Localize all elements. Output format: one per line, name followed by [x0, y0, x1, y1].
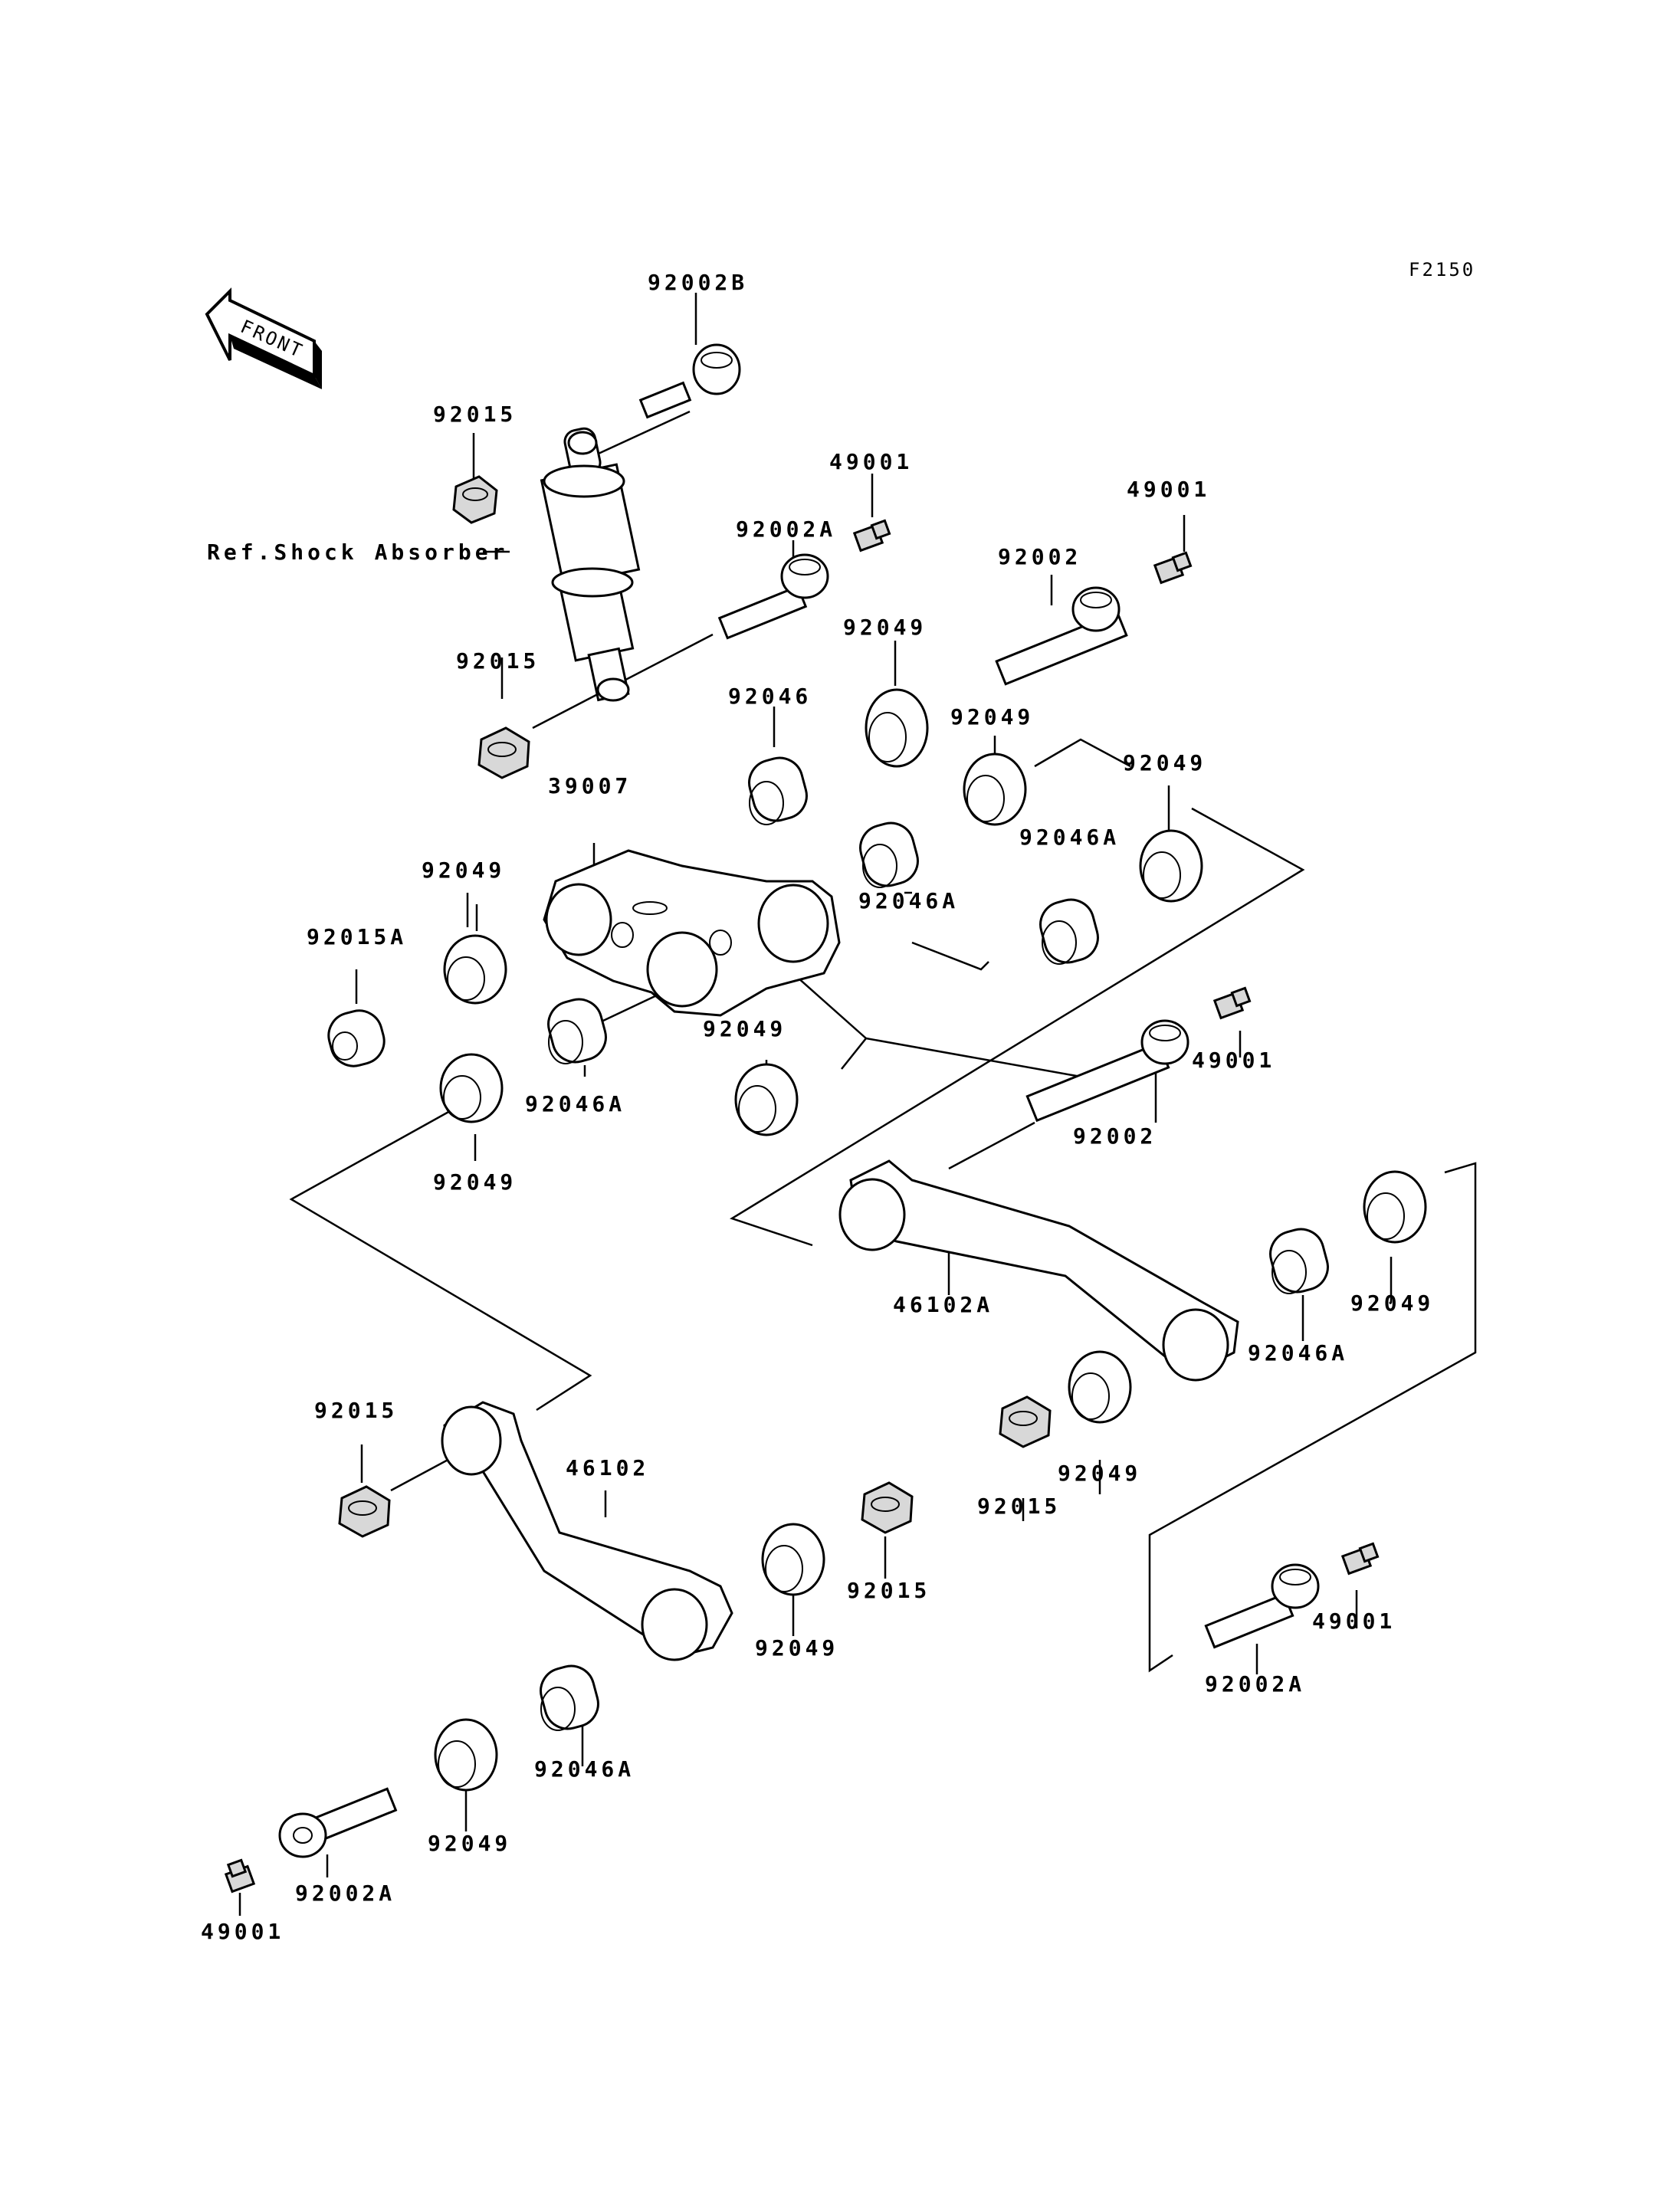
- label-92046: 92046: [728, 684, 812, 709]
- bolt-92002a-top: [717, 553, 829, 640]
- collar-92049-c: [1139, 829, 1203, 903]
- bolt-92002a-bottom: [278, 1787, 398, 1858]
- diagram-code: F2150: [1409, 259, 1475, 280]
- grease-nipple-49001-4: [1340, 1542, 1380, 1576]
- label-46102: 46102: [566, 1455, 649, 1481]
- bearing-92046a-mid-top: [859, 821, 919, 888]
- label-92002b: 92002B: [648, 270, 748, 295]
- label-49001-1: 49001: [829, 449, 913, 474]
- label-92049-left-top: 92049: [422, 857, 505, 883]
- label-49001-3: 49001: [1192, 1048, 1275, 1073]
- collar-92049-mid: [734, 1063, 799, 1136]
- label-92002-top: 92002: [998, 544, 1081, 569]
- ref-shock-absorber-label: Ref.Shock Absorber: [207, 539, 508, 565]
- label-92015-shock: 92015: [456, 648, 540, 674]
- label-49001-2: 49001: [1127, 477, 1210, 502]
- label-92049-a: 92049: [843, 615, 927, 640]
- link-46102a: [838, 1159, 1239, 1382]
- label-92049-mid: 92049: [703, 1016, 786, 1041]
- bolt-92002a-right: [1204, 1563, 1320, 1649]
- label-92002a-top: 92002A: [736, 516, 836, 542]
- collar-92049-left-top: [443, 934, 507, 1005]
- bearing-92046a-lower: [540, 1664, 599, 1731]
- label-92046a-lower: 92046A: [534, 1756, 635, 1782]
- nut-92015-left: [338, 1485, 391, 1538]
- bolt-92002-top: [995, 586, 1128, 686]
- grease-nipple-49001-1: [852, 519, 891, 553]
- collar-92049-a: [865, 688, 929, 768]
- label-92046a-mid-top: 92046A: [858, 888, 959, 913]
- sleeve-92046: [748, 756, 808, 825]
- label-92049-lower-center: 92049: [755, 1635, 838, 1661]
- collar-92049-left-lower: [439, 1053, 504, 1123]
- grease-nipple-49001-5: [224, 1858, 256, 1894]
- nut-92015-top: [452, 475, 498, 524]
- label-92049-lower-left: 92049: [428, 1831, 511, 1856]
- label-92002a-right: 92002A: [1205, 1671, 1305, 1697]
- label-46102a: 46102A: [893, 1292, 993, 1317]
- label-92002a-bottom: 92002A: [295, 1881, 395, 1906]
- grease-nipple-49001-3: [1212, 986, 1252, 1020]
- bolt-92002b: [638, 343, 741, 419]
- leader-lines: [238, 293, 1477, 1916]
- label-39007: 39007: [548, 773, 632, 798]
- nut-92015-mid-right: [999, 1395, 1052, 1448]
- collar-92049-lower-center: [761, 1523, 825, 1596]
- label-49001-5: 49001: [201, 1919, 284, 1944]
- collar-92049-lower-left: [434, 1718, 498, 1792]
- bolt-92002-mid: [1025, 1019, 1189, 1123]
- label-92049-right: 92049: [1350, 1290, 1434, 1316]
- rocker-39007: [543, 849, 841, 1017]
- collar-92049-mid-right: [1068, 1350, 1132, 1424]
- label-92015-center: 92015: [847, 1578, 930, 1603]
- label-92046a-right: 92046A: [1248, 1340, 1348, 1366]
- label-92049-b: 92049: [950, 704, 1034, 730]
- nut-92015-center: [861, 1481, 914, 1534]
- collar-92049-right: [1363, 1170, 1427, 1244]
- label-92015-mid-right: 92015: [977, 1494, 1061, 1519]
- label-49001-4: 49001: [1312, 1608, 1396, 1634]
- nut-92015-shock: [477, 726, 530, 779]
- link-46102: [441, 1401, 733, 1661]
- label-92015a: 92015A: [307, 924, 407, 949]
- label-92049-c: 92049: [1123, 750, 1206, 776]
- bearing-92046a-right-top: [1039, 898, 1099, 965]
- bearing-92046a-right: [1269, 1228, 1329, 1294]
- shock-absorber: [540, 427, 641, 702]
- grease-nipple-49001-2: [1153, 551, 1193, 585]
- bearing-92046a-left: [547, 998, 607, 1064]
- label-92049-mid-right: 92049: [1058, 1461, 1141, 1486]
- collar-92049-b: [963, 753, 1027, 826]
- nut-92015a: [327, 1009, 386, 1067]
- label-92015-top: 92015: [433, 402, 517, 427]
- label-92015-left: 92015: [314, 1398, 398, 1423]
- label-92002-mid: 92002: [1073, 1123, 1157, 1149]
- label-92046a-left: 92046A: [525, 1091, 625, 1117]
- part-labels: 92002B 92015 49001 92002A 49001 92002 92…: [201, 270, 1434, 1944]
- label-92046a-right-top: 92046A: [1019, 825, 1120, 850]
- front-arrow-icon: FRONT: [205, 287, 322, 389]
- label-92049-left-lower: 92049: [433, 1169, 517, 1195]
